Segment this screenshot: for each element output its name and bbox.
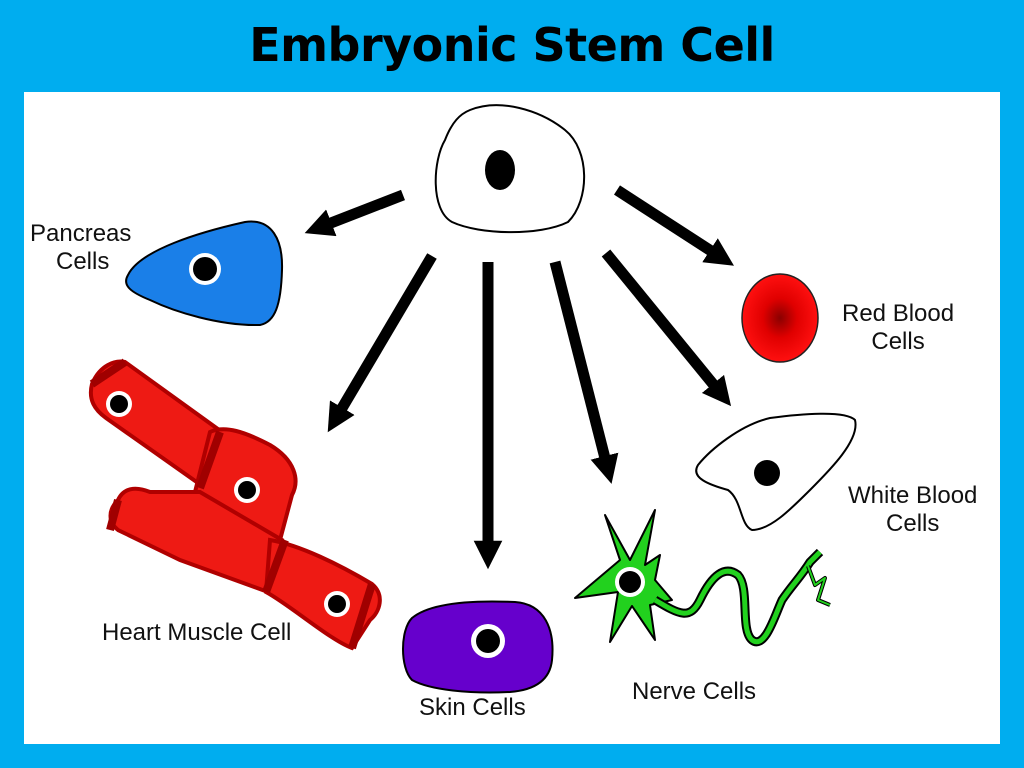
label-red-blood-line2: Cells: [871, 328, 925, 355]
label-pancreas-line1: Pancreas: [30, 220, 132, 247]
label-red-blood-line1: Red Blood: [842, 300, 955, 327]
skin-cell: [402, 600, 554, 694]
label-pancreas-line2: Cells: [56, 248, 110, 275]
label-nerve-cells: Nerve Cells: [632, 678, 757, 705]
red-blood-cell: [741, 273, 819, 363]
label-white-blood-line2: Cells: [886, 510, 940, 537]
slide-title: Embryonic Stem Cell: [249, 18, 775, 72]
arrow-to-heart: [327, 253, 437, 433]
label-red-blood-cells: Red Blood Cells: [842, 300, 954, 356]
label-white-blood-cells: White Blood Cells: [848, 482, 977, 538]
arrow-to-red-blood: [614, 185, 735, 266]
diagram-panel: Pancreas Cells Red Blood Cells White Blo…: [24, 92, 1000, 744]
arrow-to-pancreas: [304, 189, 405, 237]
arrow-to-nerve: [549, 260, 619, 484]
label-skin-cells: Skin Cells: [419, 694, 526, 721]
heart-muscle-cell: [88, 358, 382, 651]
arrows: [304, 185, 735, 570]
stem-cell: [434, 104, 586, 234]
arrow-to-white-blood: [601, 249, 732, 407]
label-white-blood-line1: White Blood: [848, 482, 978, 509]
label-heart-muscle-cell: Heart Muscle Cell: [102, 619, 292, 646]
stem-cell-diagram: [88, 104, 857, 694]
nerve-cell: [574, 509, 831, 647]
label-pancreas-cells: Pancreas Cells: [30, 220, 131, 276]
white-blood-cell: [695, 412, 857, 532]
pancreas-cell: [125, 220, 284, 327]
